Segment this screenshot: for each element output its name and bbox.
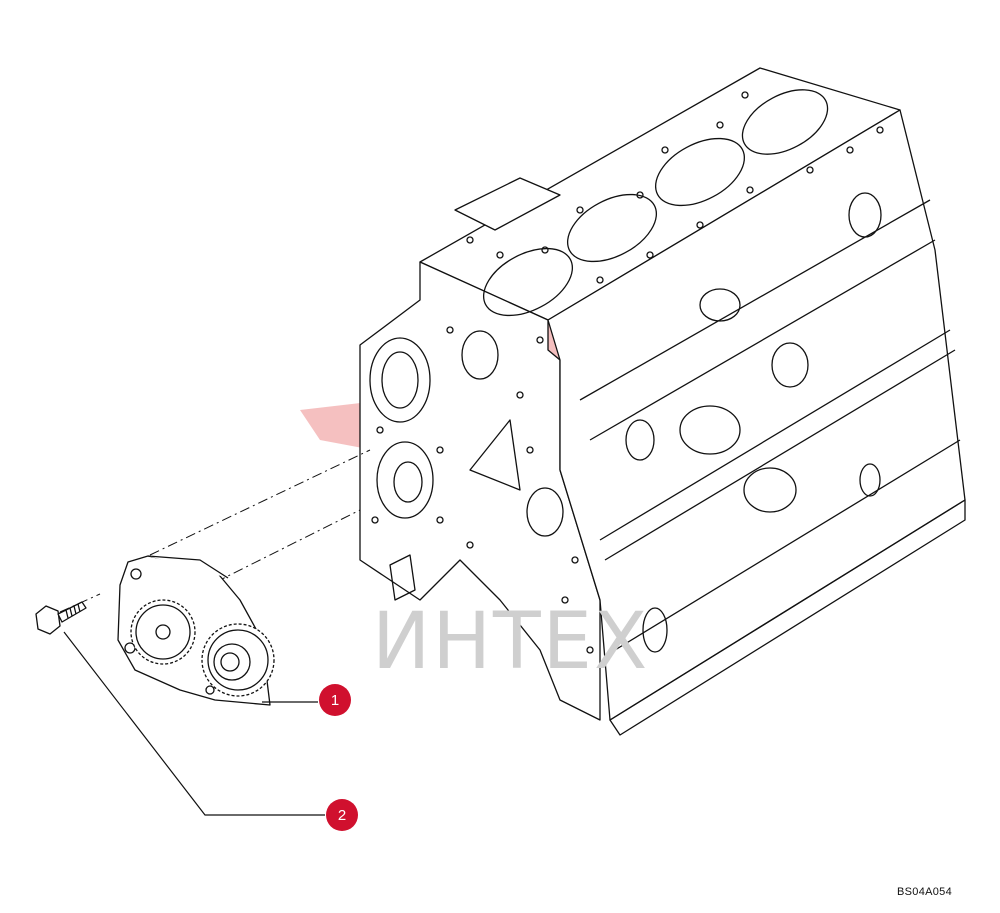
- leader-line-2: [63, 631, 325, 816]
- callout-1-badge: [319, 684, 351, 716]
- leader-lines: [63, 631, 325, 816]
- callout-2-badge: [326, 799, 358, 831]
- bolt-drawing: [35, 601, 87, 635]
- callout-2-number: 2: [338, 807, 346, 824]
- oil-pump-drawing: [117, 555, 275, 706]
- callout-2[interactable]: 2: [326, 799, 358, 831]
- callout-1[interactable]: 1: [319, 684, 351, 716]
- reference-code: BS04A054: [897, 886, 952, 898]
- engine-block-drawing: [359, 67, 966, 736]
- watermark-text: ИНТЕХ: [372, 597, 649, 687]
- callout-1-number: 1: [331, 692, 339, 709]
